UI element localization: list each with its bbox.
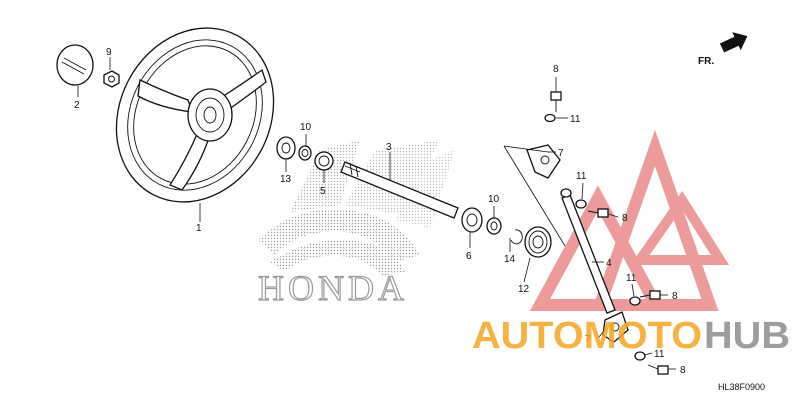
watermark: AUTOMOTO HUB: [472, 315, 790, 357]
callout-8-bottom: 8: [680, 365, 686, 376]
joint-7-upper: [526, 144, 561, 179]
watermark-triangles: [529, 129, 730, 311]
callout-8-mid: 8: [622, 213, 628, 224]
callout-13: 13: [280, 174, 292, 185]
washer-13: [276, 136, 296, 160]
washer-11-top: [544, 113, 556, 123]
washer-11-bottom: [634, 351, 646, 361]
callout-labels: 1 2 3 4 5 6 7 7 8 8 8 8 9 10 10 11 11 11…: [74, 47, 686, 376]
honda-wing-logo: [258, 140, 455, 276]
leader-lines: [77, 57, 676, 370]
callout-1: 1: [196, 223, 202, 234]
clip-14: [510, 229, 523, 245]
callout-6: 6: [466, 251, 472, 262]
bolt-8-top: [550, 91, 562, 112]
callout-2: 2: [74, 100, 80, 111]
bushing-6: [461, 207, 483, 233]
callout-8-lower: 8: [672, 291, 678, 302]
callout-11-top: 11: [570, 114, 581, 125]
watermark-text-left: AUTOMOTO: [472, 315, 702, 357]
steering-shaft: [340, 161, 459, 219]
diagram-reference-code: HL38F0900: [718, 382, 765, 392]
front-direction-indicator: FR.: [698, 32, 748, 67]
steering-wheel: [115, 27, 275, 203]
callout-11-bottom: 11: [654, 349, 665, 360]
callout-10-lower: 10: [488, 194, 500, 205]
bolt-8-mid: [587, 208, 609, 218]
callout-4: 4: [606, 258, 612, 269]
callout-11-lower: 11: [626, 273, 637, 284]
direction-label: FR.: [698, 56, 714, 67]
callout-8-top: 8: [553, 64, 559, 75]
callout-3: 3: [386, 142, 392, 153]
horn-cap: [56, 44, 94, 86]
callout-11-mid: 11: [576, 171, 587, 182]
watermark-text-right: HUB: [704, 315, 790, 357]
callout-5: 5: [320, 186, 326, 197]
callout-7-upper: 7: [558, 148, 564, 159]
honda-brand-outline: HONDA: [257, 267, 408, 308]
washer-10-lower: [486, 217, 502, 235]
lower-shaft: [560, 188, 616, 314]
front-arrow-icon: [719, 32, 748, 53]
wheel-nut: [103, 70, 120, 88]
bearing-5: [314, 151, 334, 171]
honda-brand-text: HONDA: [258, 268, 408, 308]
callout-9: 9: [106, 47, 112, 58]
callout-12: 12: [518, 284, 530, 295]
washer-11-lower: [629, 296, 641, 306]
callout-14: 14: [504, 254, 516, 265]
bolt-8-bottom: [647, 364, 669, 375]
washer-11-mid: [575, 199, 587, 209]
boot-12: [524, 226, 552, 258]
callout-10-upper: 10: [300, 122, 312, 133]
callout-7-lower: 7: [585, 334, 591, 345]
washer-10-upper: [298, 145, 312, 161]
